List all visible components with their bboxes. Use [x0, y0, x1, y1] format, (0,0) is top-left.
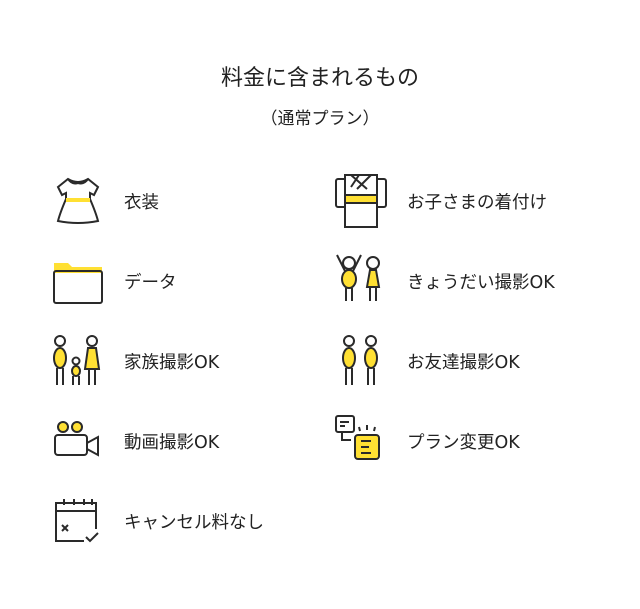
page-title: 料金に含まれるもの: [220, 66, 419, 91]
item-label: お友達撮影OK: [407, 352, 520, 373]
family-icon: [53, 335, 101, 385]
friends-icon: [342, 335, 378, 385]
item-label: お子さまの着付け: [407, 192, 547, 213]
item-label: 衣装: [124, 192, 159, 213]
plan-change-icon: [335, 415, 380, 460]
item-label: 家族撮影OK: [124, 352, 220, 373]
video-camera-icon: [54, 421, 99, 457]
item-siblings: きょうだい撮影OK: [333, 251, 555, 311]
item-costume: 衣装: [50, 171, 159, 231]
item-kimono-dressing: お子さまの着付け: [333, 171, 547, 231]
dress-icon: [56, 177, 100, 224]
item-label: プラン変更OK: [407, 432, 520, 453]
item-label: データ: [124, 272, 177, 293]
item-label: キャンセル料なし: [124, 512, 264, 533]
item-data: データ: [50, 251, 177, 311]
item-label: 動画撮影OK: [124, 432, 220, 453]
item-label: きょうだい撮影OK: [407, 272, 555, 293]
kimono-icon: [335, 174, 387, 228]
item-no-cancel-fee: キャンセル料なし: [50, 491, 264, 551]
item-plan-change: プラン変更OK: [333, 411, 520, 471]
siblings-icon: [336, 254, 381, 301]
calendar-cancel-icon: [55, 499, 99, 543]
page-subtitle: （通常プラン）: [260, 109, 380, 129]
item-friends-photo: お友達撮影OK: [333, 331, 520, 391]
folder-icon: [53, 263, 103, 304]
item-family-photo: 家族撮影OK: [50, 331, 219, 391]
item-video: 動画撮影OK: [50, 411, 219, 471]
